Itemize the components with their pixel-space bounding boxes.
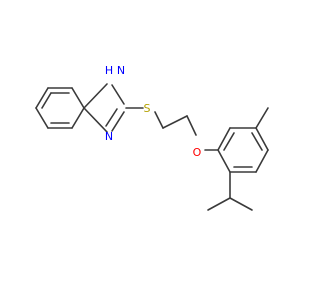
- aryl-ring: [207, 107, 269, 211]
- bond: [111, 111, 125, 132]
- bond: [71, 87, 85, 109]
- bond: [41, 92, 52, 109]
- atom-label-h: H: [105, 64, 113, 77]
- bond: [105, 108, 118, 127]
- bond: [255, 149, 269, 173]
- bond: [35, 87, 49, 109]
- atom-label-o: O: [193, 146, 202, 159]
- imidazole-ring: [83, 83, 125, 133]
- bond: [83, 83, 108, 109]
- structure-canvas: H N N S O: [35, 64, 269, 211]
- bond: [154, 111, 164, 129]
- atom-label-s: S: [144, 102, 151, 115]
- benzimidazole-benzene-ring: [35, 87, 85, 129]
- bond: [255, 127, 269, 151]
- thioether-chain: [125, 107, 219, 151]
- bond: [251, 132, 263, 151]
- bond: [186, 115, 197, 136]
- atom-label-n2: N: [105, 130, 113, 143]
- bond: [217, 149, 231, 173]
- bond: [207, 197, 231, 211]
- bond: [223, 132, 235, 151]
- bond: [217, 127, 231, 151]
- bond: [35, 107, 49, 129]
- molecule-diagram: H N N S O: [35, 64, 269, 211]
- bond: [255, 107, 269, 129]
- bond: [162, 115, 188, 129]
- bond: [83, 107, 108, 133]
- bond: [229, 197, 253, 211]
- atom-label-n1: N: [117, 64, 125, 77]
- bond: [111, 84, 125, 105]
- bond: [71, 107, 85, 129]
